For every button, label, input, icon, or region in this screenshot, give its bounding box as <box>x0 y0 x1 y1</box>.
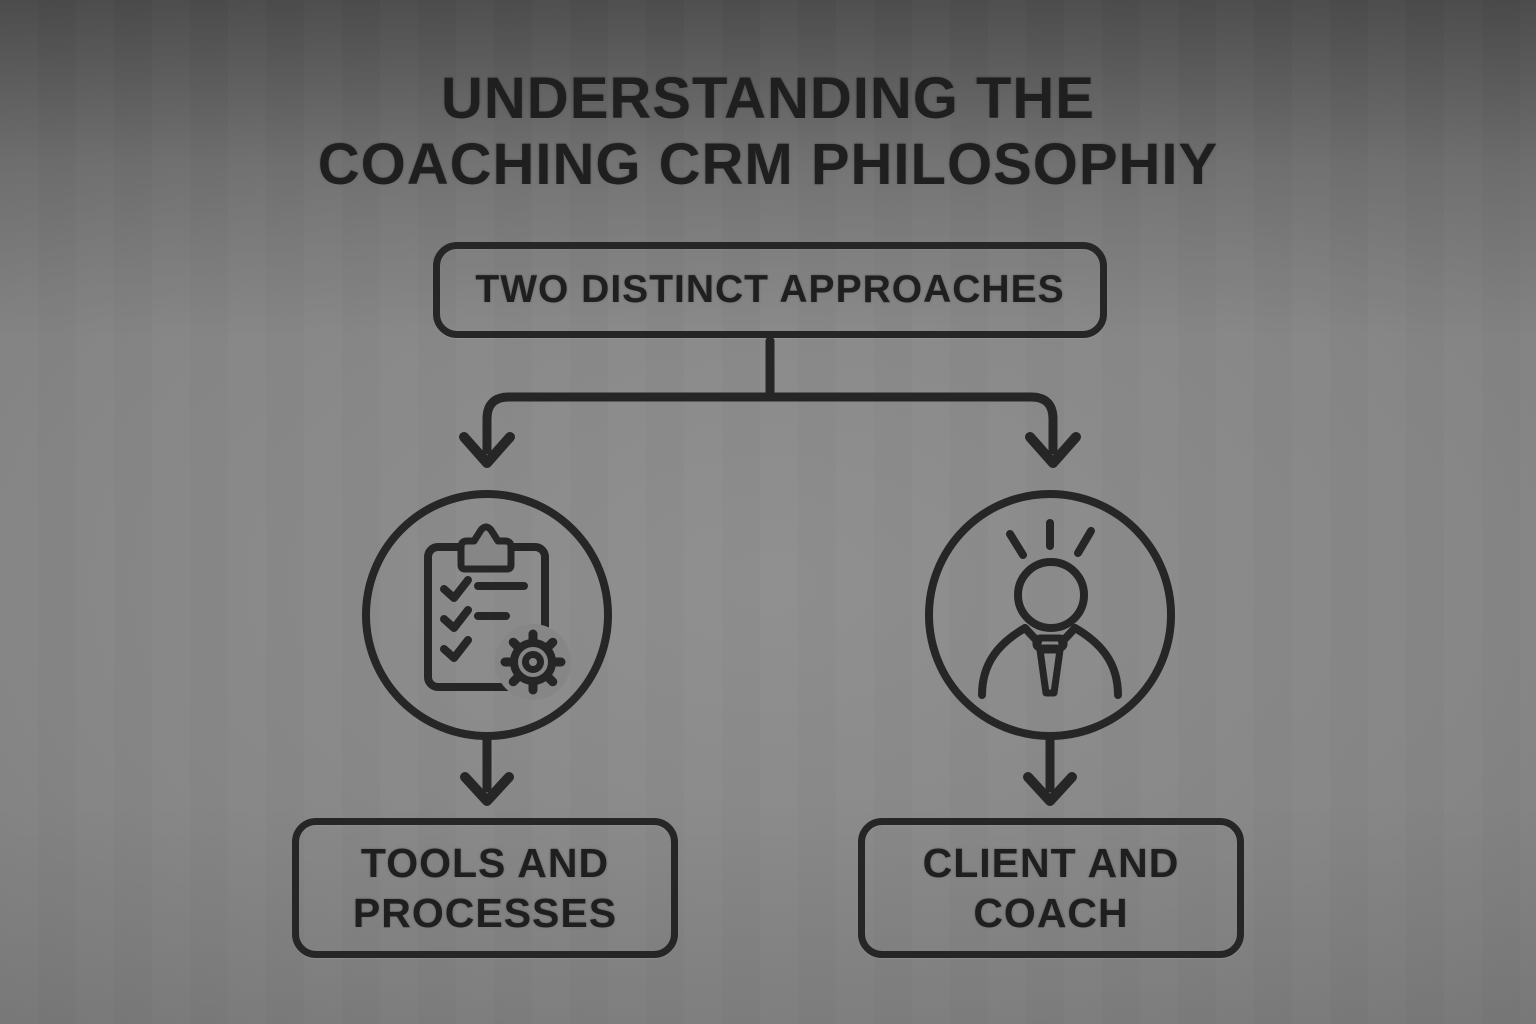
idea-rays <box>1006 519 1095 559</box>
checkmark-3 <box>440 636 472 662</box>
leaf-right-label-line-1: CLIENT AND <box>922 840 1180 886</box>
arrowhead-right-box <box>1023 772 1077 806</box>
circle-frame <box>925 490 1175 740</box>
person-shoulder-right <box>1058 624 1122 699</box>
clipboard-checklist-gear-icon <box>362 490 612 740</box>
connector-branch-rail <box>482 392 1058 455</box>
circle-frame <box>362 490 612 740</box>
page-title: UNDERSTANDING THE COACHING CRM PHILOSOPH… <box>0 66 1536 198</box>
root-node-label: TWO DISTINCT APPROACHES <box>475 268 1065 311</box>
checkmark-1 <box>440 576 472 602</box>
leaf-node-client-and-coach: CLIENT AND COACH <box>858 818 1244 958</box>
person-shoulder-left <box>978 624 1042 699</box>
gear-icon <box>495 624 571 700</box>
person-idea-tie-icon <box>925 490 1175 740</box>
page-title-line-2: COACHING CRM PHILOSOPHIY <box>317 132 1219 197</box>
leaf-right-label-line-2: COACH <box>973 890 1129 936</box>
arrowhead-left-box <box>460 772 514 806</box>
page-title-line-1: UNDERSTANDING THE <box>441 66 1095 131</box>
checkmark-2 <box>440 606 472 632</box>
tie-body <box>1036 646 1064 697</box>
leaf-node-tools-and-processes: TOOLS AND PROCESSES <box>292 818 678 958</box>
person-head <box>1014 558 1088 632</box>
root-node-two-distinct-approaches: TWO DISTINCT APPROACHES <box>433 242 1107 338</box>
leaf-left-label-line-2: PROCESSES <box>352 890 618 936</box>
arrowhead-right-icon <box>1025 432 1081 468</box>
leaf-left-label-line-1: TOOLS AND <box>360 840 610 886</box>
clipboard-clip <box>457 523 515 573</box>
arrowhead-left-icon <box>459 432 515 468</box>
